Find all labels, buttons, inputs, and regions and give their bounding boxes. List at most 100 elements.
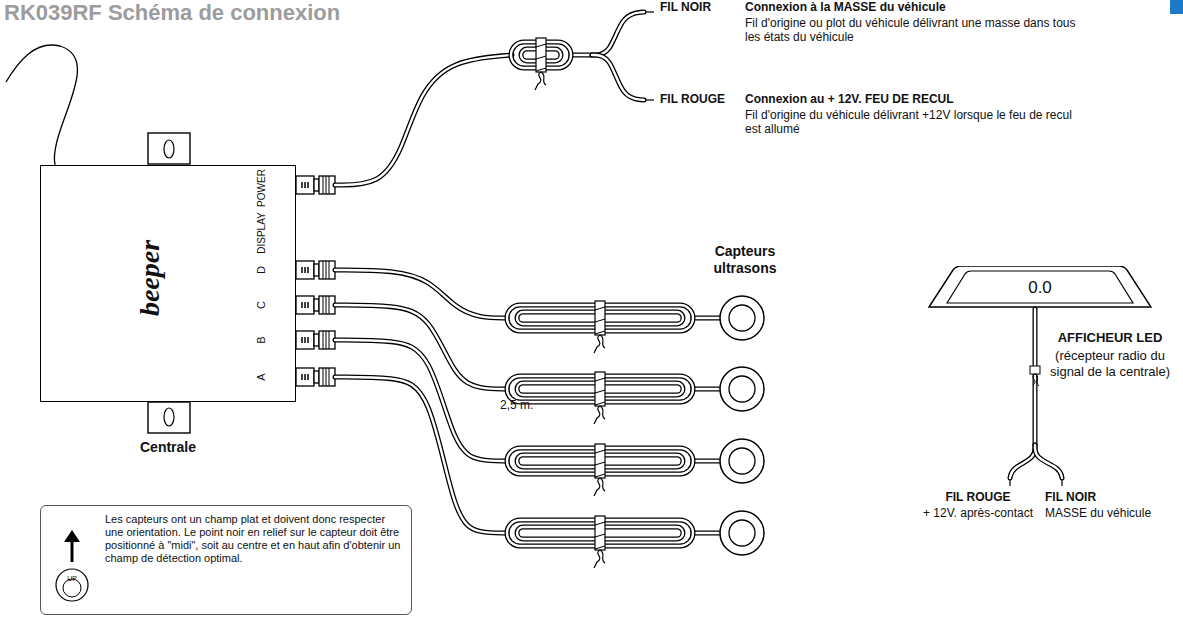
plug-rib <box>326 261 327 279</box>
ultrasonic-sensor <box>720 439 764 483</box>
plug-body <box>296 331 314 349</box>
cable-tie <box>595 301 605 335</box>
power-cable <box>571 54 592 56</box>
plug-rib <box>329 296 330 314</box>
plug-pin <box>304 337 306 343</box>
sensor-cable <box>335 270 507 318</box>
plug-body <box>296 176 314 194</box>
power-cable <box>335 55 512 185</box>
cable-coil <box>507 516 693 568</box>
led-display: 0.0 <box>925 266 1155 308</box>
sensor-cable <box>335 377 507 533</box>
plug-rib <box>329 331 330 349</box>
plug-rib <box>323 331 324 349</box>
wire-tip <box>646 99 654 100</box>
cable-tie <box>595 522 605 525</box>
plug-pin <box>301 337 303 343</box>
plug-body <box>296 368 314 386</box>
plug-pin <box>304 182 306 188</box>
part-note: (récepteur radio du signal de la central… <box>1043 348 1178 379</box>
red-wire <box>592 55 644 100</box>
plug-pin <box>301 302 303 308</box>
plug-neck <box>314 371 319 383</box>
plug-pin <box>307 374 309 380</box>
wire-name: FIL ROUGE <box>945 490 1010 504</box>
cable-coil <box>507 372 693 424</box>
cable-tie-knot <box>594 478 605 496</box>
red-wire <box>1010 445 1035 478</box>
cable-tie <box>1030 366 1040 374</box>
orientation-arrow <box>71 540 74 562</box>
plug-pin <box>304 302 306 308</box>
black-wire <box>1035 445 1062 478</box>
plug-rib <box>326 331 327 349</box>
port-label: B <box>255 336 268 343</box>
connector-plug <box>296 176 335 194</box>
plug-neck <box>314 179 319 191</box>
cable-tie <box>595 307 605 310</box>
plug-rib <box>329 261 330 279</box>
cable-tie-knot <box>594 550 605 568</box>
plug-pin <box>307 182 309 188</box>
sensor-cable <box>693 316 720 321</box>
sensor-cable <box>335 340 507 461</box>
part-name: AFFICHEUR LED <box>1058 330 1163 346</box>
brand-logo: beeper <box>133 240 167 316</box>
cable-tie <box>536 56 546 59</box>
mounting-hole <box>164 408 174 426</box>
mounting-ear <box>148 402 190 433</box>
cable-tie <box>595 444 605 478</box>
wire-tip <box>646 11 654 12</box>
plug-rib <box>323 368 324 386</box>
dimension: 2,5 m. <box>500 398 533 412</box>
wire-name: FIL ROUGE <box>660 92 725 106</box>
connector-plug <box>296 331 335 349</box>
page-tab <box>1170 0 1183 14</box>
wire-name: FIL NOIR <box>1045 490 1096 504</box>
cable-tie-knot <box>594 335 605 353</box>
note-text: Les capteurs ont un champ plat et doiven… <box>105 513 401 565</box>
display-cable <box>1034 309 1036 445</box>
wire-note: + 12V. après-contact <box>923 506 1033 520</box>
display-cable <box>1010 309 1062 486</box>
cable-coil <box>507 444 693 496</box>
cable-tie <box>536 38 546 72</box>
power-cable <box>571 53 592 58</box>
note-box: Les capteurs ont un champ plat et doiven… <box>40 505 412 615</box>
cable-tie <box>595 378 605 381</box>
connector-plug <box>296 368 335 386</box>
plug-pin <box>301 374 303 380</box>
sensor-icon <box>56 569 88 601</box>
plug-rib <box>329 176 330 194</box>
cable-tie <box>595 390 605 393</box>
cable-tie <box>595 331 605 334</box>
cable-tie-knot <box>535 72 546 90</box>
port-label: DISPLAY <box>256 212 268 254</box>
sensor-face <box>729 376 755 402</box>
sensor-face <box>729 305 755 331</box>
display-reading: 0.0 <box>925 278 1155 298</box>
cable-tie <box>595 534 605 537</box>
sensor-cable <box>335 340 720 461</box>
plug-rib <box>323 176 324 194</box>
plug-pin <box>301 267 303 273</box>
wire-note: MASSE du véhicule <box>1045 506 1151 520</box>
connection-note: Fil d'origine du véhicule délivrant +12V… <box>745 108 1090 137</box>
black-wire <box>592 12 644 55</box>
connection-title: Connexion à la MASSE du véhicule <box>745 0 946 14</box>
cable-tie <box>595 474 605 477</box>
unit-name: Centrale <box>41 439 295 455</box>
sensor-face <box>729 448 755 474</box>
cable-tie <box>536 68 546 71</box>
cable-tie-knot <box>1033 374 1039 386</box>
wire-name: FIL NOIR <box>660 0 711 14</box>
ultrasonic-sensor <box>720 511 764 555</box>
black-wire <box>592 12 644 55</box>
antenna-wire <box>6 45 77 165</box>
cable-tie-knot <box>594 406 605 424</box>
plug-rib <box>323 296 324 314</box>
cable-coil <box>511 38 571 90</box>
connection-title: Connexion au + 12V. FEU DE RECUL <box>745 92 954 106</box>
mounting-hole <box>164 140 174 158</box>
plug-pin <box>301 182 303 188</box>
